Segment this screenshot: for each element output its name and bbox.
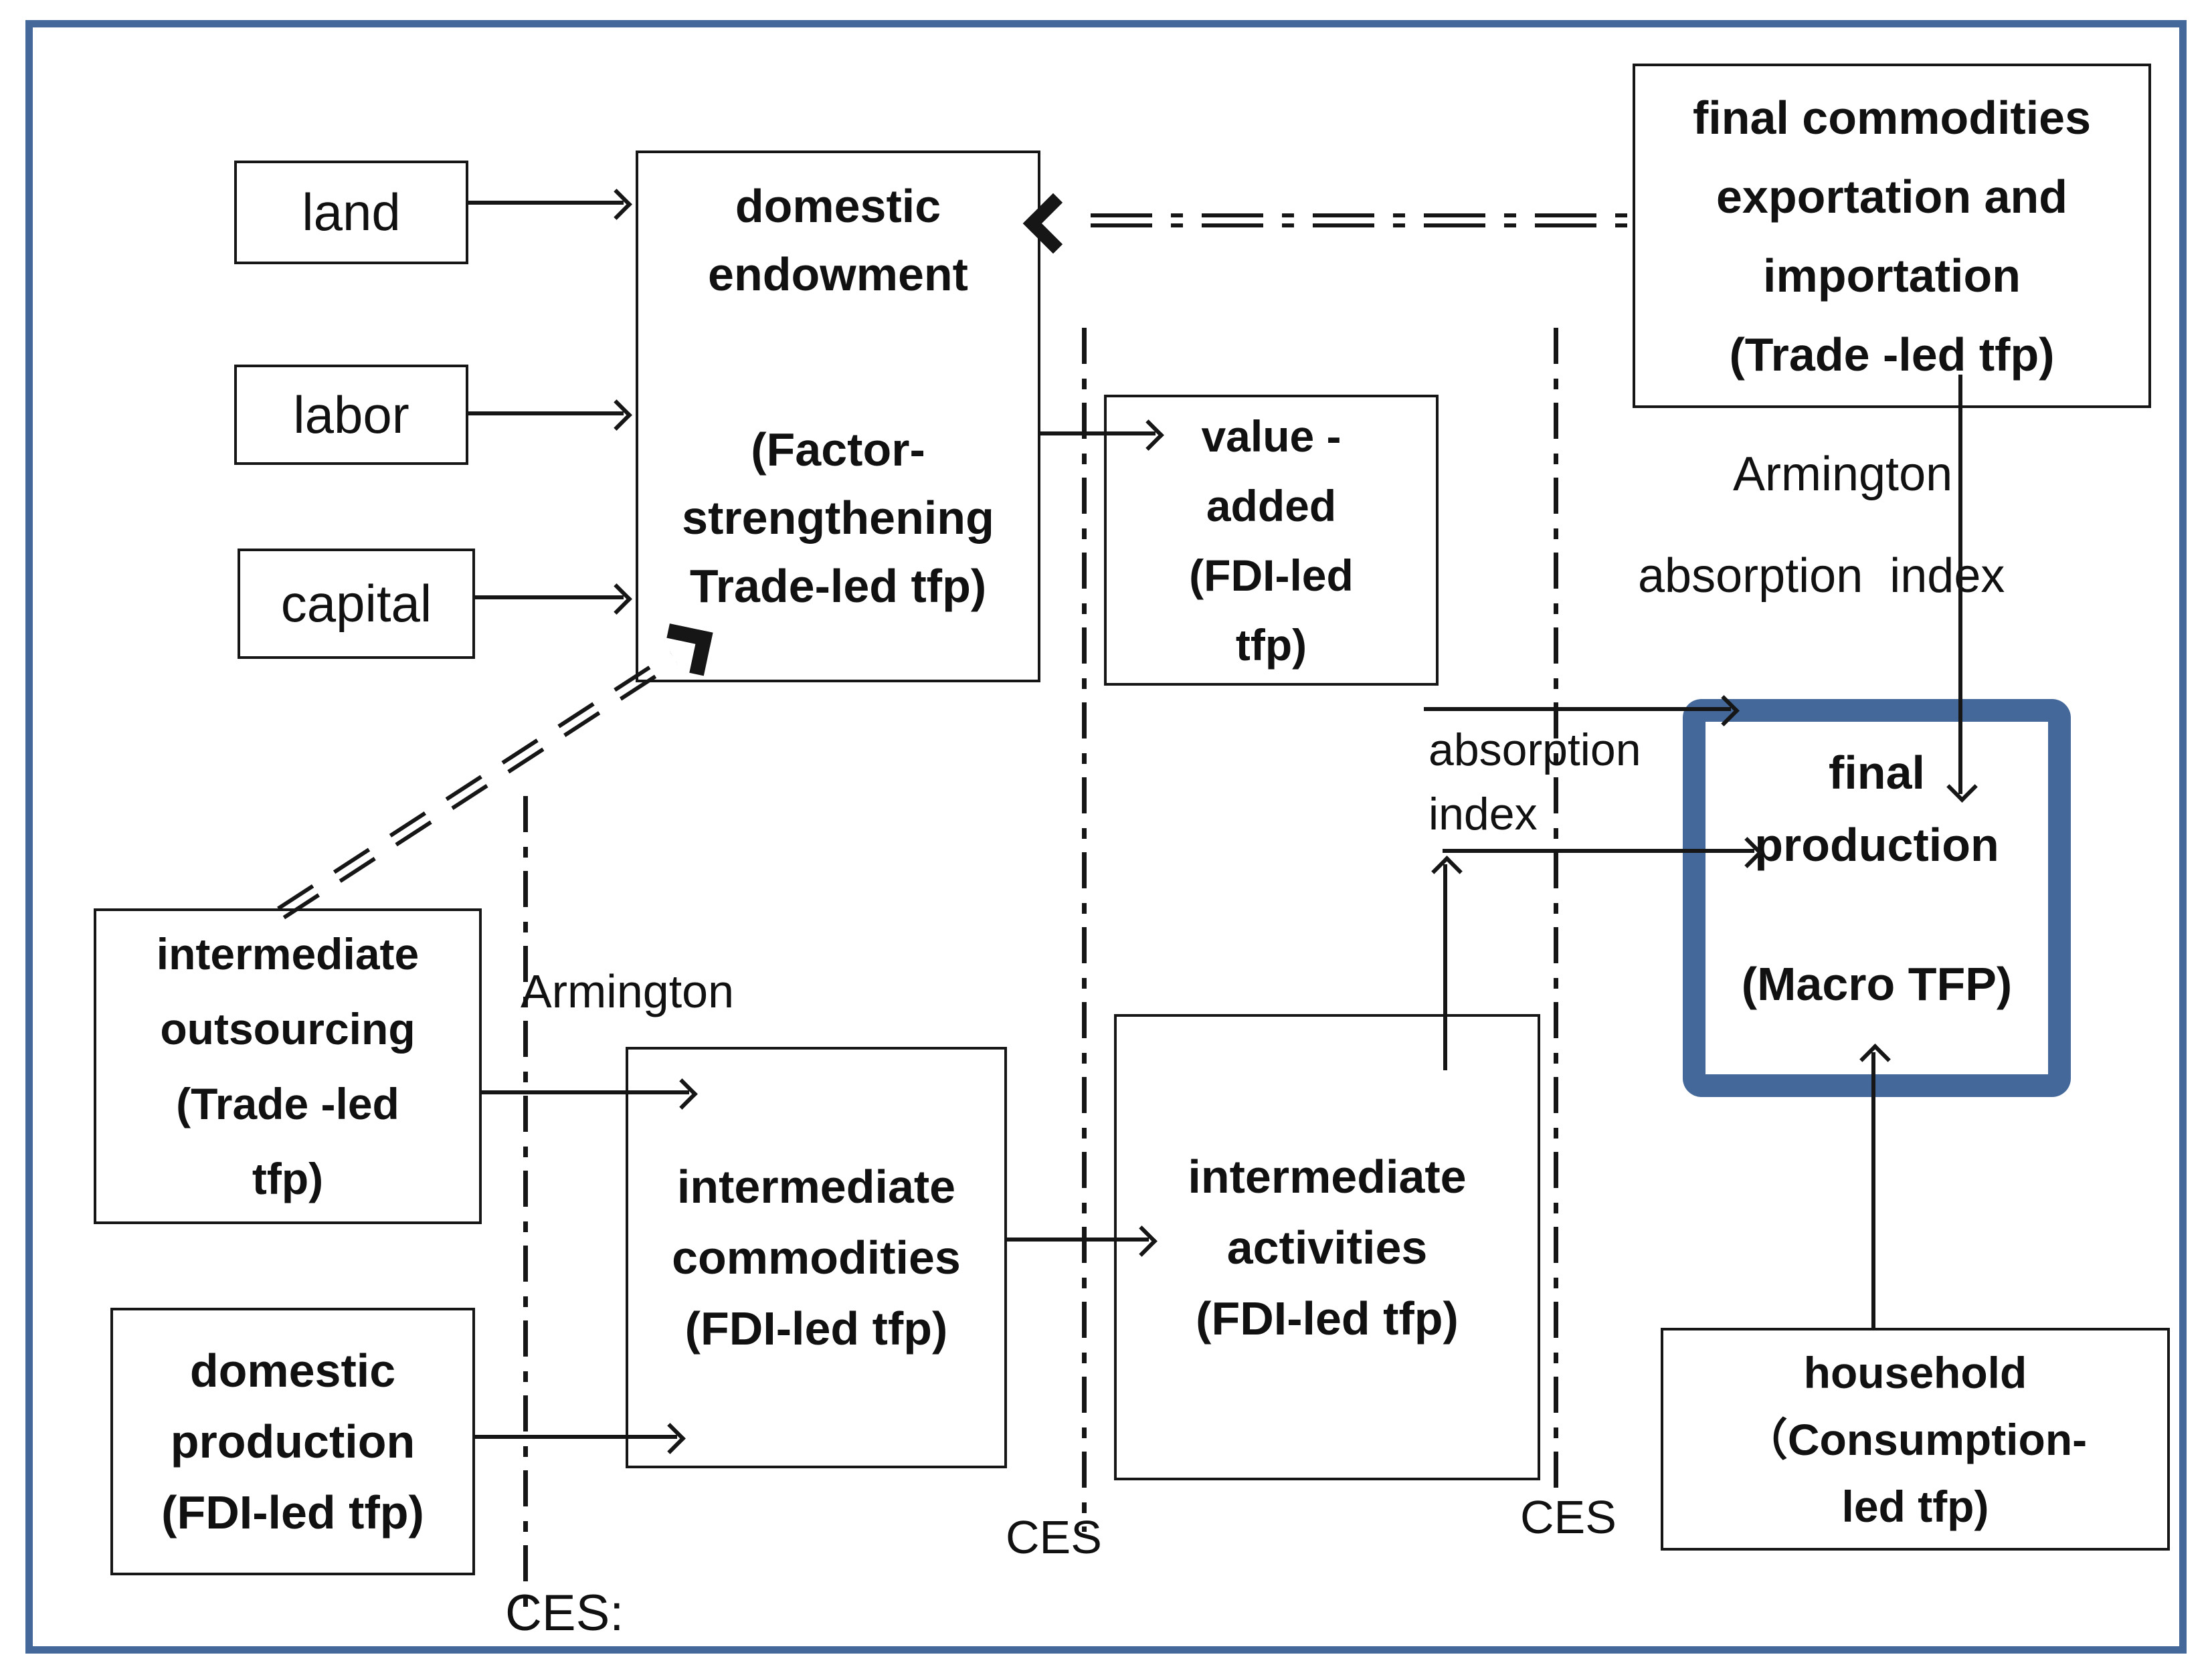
domestic-production-line: domestic: [189, 1345, 396, 1397]
label-armington-left: Armington: [521, 965, 735, 1017]
label-absorption-index-top: absorption index: [1638, 549, 2005, 603]
label-ces-middle: CES: [1006, 1511, 1102, 1563]
final-production-subtitle: (Macro TFP): [1741, 958, 2013, 1010]
domestic-production-line: (FDI-led tfp): [161, 1486, 424, 1539]
arrow-land-to-endowment: [468, 201, 624, 205]
intermediate-activities-line: activities: [1226, 1221, 1428, 1274]
intermediate-activities-line: (FDI-led tfp): [1196, 1292, 1459, 1345]
endowment-subtitle-line: strengthening: [682, 492, 994, 544]
domestic-production-line: production: [170, 1415, 416, 1468]
arrow-commodities-to-activities: [1007, 1238, 1149, 1242]
box-intermediate-activities: intermediate activities (FDI-led tfp): [1114, 1014, 1540, 1480]
arrow-capital-to-endowment: [475, 595, 624, 599]
value-added-line: tfp): [1235, 619, 1307, 670]
arrow-endowment-to-value-added: [1039, 431, 1156, 435]
label-armington-top: Armington: [1733, 448, 1953, 501]
household-line: led tfp): [1841, 1481, 1989, 1531]
arrow-outsourcing-to-commodities: [482, 1090, 689, 1094]
label-ces-right: CES: [1520, 1491, 1617, 1543]
ces-divider-line-middle: [1082, 328, 1087, 1532]
endowment-title-line: endowment: [708, 248, 968, 300]
final-commodities-line: (Trade -led tfp): [1729, 328, 2055, 381]
arrow-labor-to-endowment: [468, 411, 624, 415]
intermediate-commodities-line: (FDI-led tfp): [684, 1302, 948, 1355]
value-added-line: added: [1206, 480, 1337, 530]
box-land: land: [234, 161, 468, 264]
box-value-added: value - added (FDI-led tfp): [1104, 395, 1439, 686]
box-labor-label: labor: [293, 385, 409, 444]
box-capital-label: capital: [280, 574, 432, 633]
final-commodities-line: exportation and: [1716, 170, 2068, 223]
arrow-activities-to-final-production-horizontal: [1443, 849, 1754, 853]
arrow-value-added-to-final-production: [1424, 707, 1731, 711]
label-absorption-mid-line2: index: [1428, 789, 1538, 840]
box-labor: labor: [234, 365, 468, 465]
box-land-label: land: [302, 183, 401, 241]
household-line: （Consumption-: [1743, 1414, 2088, 1464]
value-added-line: (FDI-led: [1189, 550, 1354, 600]
heavy-up-right-arrowhead-icon: [660, 623, 713, 676]
endowment-subtitle-line: Trade-led tfp): [689, 560, 987, 612]
box-capital: capital: [238, 549, 475, 659]
household-line: household: [1803, 1347, 2027, 1397]
trade-dashdot-line: [1091, 213, 1634, 227]
endowment-title-line: domestic: [735, 180, 941, 232]
final-commodities-line: final commodities: [1692, 91, 2092, 144]
ces-divider-line-right: [1554, 328, 1558, 1492]
box-household: household （Consumption- led tfp): [1661, 1328, 2170, 1551]
intermediate-outsourcing-line: tfp): [252, 1154, 324, 1203]
box-domestic-production: domestic production (FDI-led tfp): [110, 1308, 475, 1575]
intermediate-outsourcing-line: intermediate: [156, 929, 420, 979]
trade-dashdot-bar-bottom: [1091, 223, 1634, 227]
label-ces-left: CES:: [505, 1585, 624, 1642]
endowment-subtitle-line: (Factor-: [751, 423, 925, 476]
intermediate-outsourcing-line: outsourcing: [160, 1004, 416, 1054]
arrow-final-commodities-to-final-production: [1958, 375, 1962, 794]
label-absorption-mid-line1: absorption: [1428, 724, 1641, 775]
box-final-production: final production (Macro TFP): [1683, 699, 2071, 1097]
intermediate-outsourcing-line: (Trade -led: [176, 1079, 399, 1128]
box-intermediate-outsourcing: intermediate outsourcing (Trade -led tfp…: [94, 908, 482, 1224]
final-commodities-line: importation: [1763, 249, 2021, 302]
arrow-activities-to-final-production-vertical: [1443, 864, 1447, 1070]
box-intermediate-commodities: intermediate commodities (FDI-led tfp): [626, 1047, 1007, 1468]
value-added-line: value -: [1201, 411, 1342, 461]
box-final-commodities: final commodities exportation and import…: [1633, 64, 2151, 408]
arrow-production-to-commodities: [475, 1435, 677, 1439]
ces-divider-line-left: [523, 796, 528, 1619]
arrow-household-to-final-production: [1871, 1052, 1875, 1328]
intermediate-commodities-line: intermediate: [676, 1161, 956, 1213]
trade-dashdot-bar-top: [1091, 213, 1634, 217]
intermediate-activities-line: intermediate: [1188, 1150, 1467, 1203]
final-production-title-line: production: [1754, 819, 1999, 871]
outer-border-frame: [25, 20, 2187, 1654]
final-production-title-line: final: [1829, 747, 1925, 799]
box-domestic-endowment: domestic endowment (Factor- strengthenin…: [636, 151, 1040, 682]
intermediate-commodities-line: commodities: [672, 1231, 961, 1284]
